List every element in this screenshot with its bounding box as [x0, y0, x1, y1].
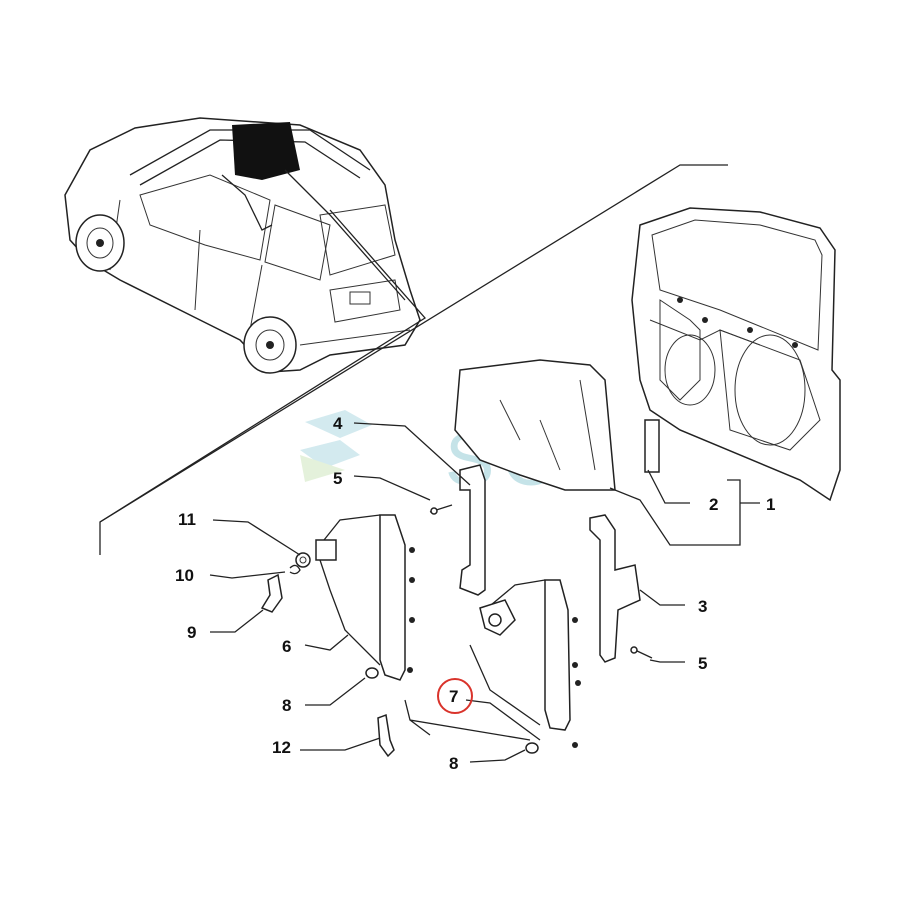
- callout-6: 6: [282, 637, 291, 656]
- guide-rail-front: [459, 464, 486, 596]
- callout-12: 12: [272, 738, 291, 757]
- door-frame: [631, 207, 841, 502]
- grommet-left: [365, 667, 379, 679]
- callout-leaders: [209, 422, 760, 763]
- callout-3: 3: [698, 597, 707, 616]
- callout-1: 1: [766, 495, 775, 514]
- rear-wheel: [243, 316, 297, 374]
- callout-8-right: 8: [449, 754, 458, 773]
- callout-11: 11: [178, 510, 196, 529]
- front-wheel: [75, 214, 125, 272]
- callout-5-rear: 5: [698, 654, 707, 673]
- bolt-rear: [630, 646, 653, 659]
- clip-bracket: [377, 713, 395, 758]
- seal-strip: [644, 419, 660, 473]
- detail-frame: [99, 164, 728, 555]
- callout-2: 2: [709, 495, 718, 514]
- handle-crank: [260, 573, 283, 613]
- callout-5-front: 5: [333, 469, 342, 488]
- callout-4: 4: [333, 414, 343, 433]
- handle-escutcheon: [295, 552, 311, 568]
- guide-rail-rear: [589, 514, 641, 663]
- window-regulator-electric: [469, 579, 581, 748]
- crank-clip: [289, 564, 301, 575]
- callout-labels: 1 2 3 4 5 5 6 7 8 8 9 10 11 12: [175, 414, 775, 773]
- car-overview: [64, 117, 421, 374]
- grommet-right: [525, 742, 539, 754]
- callout-10: 10: [175, 566, 194, 585]
- callout-7: 7: [449, 687, 458, 706]
- bolt-front: [429, 504, 453, 515]
- highlighted-door-glass: [232, 122, 300, 180]
- window-regulator-manual: [315, 514, 415, 681]
- highlight-ring: [437, 678, 473, 714]
- callout-8-left: 8: [282, 696, 291, 715]
- callout-9: 9: [187, 623, 196, 642]
- door-glass: [454, 359, 616, 491]
